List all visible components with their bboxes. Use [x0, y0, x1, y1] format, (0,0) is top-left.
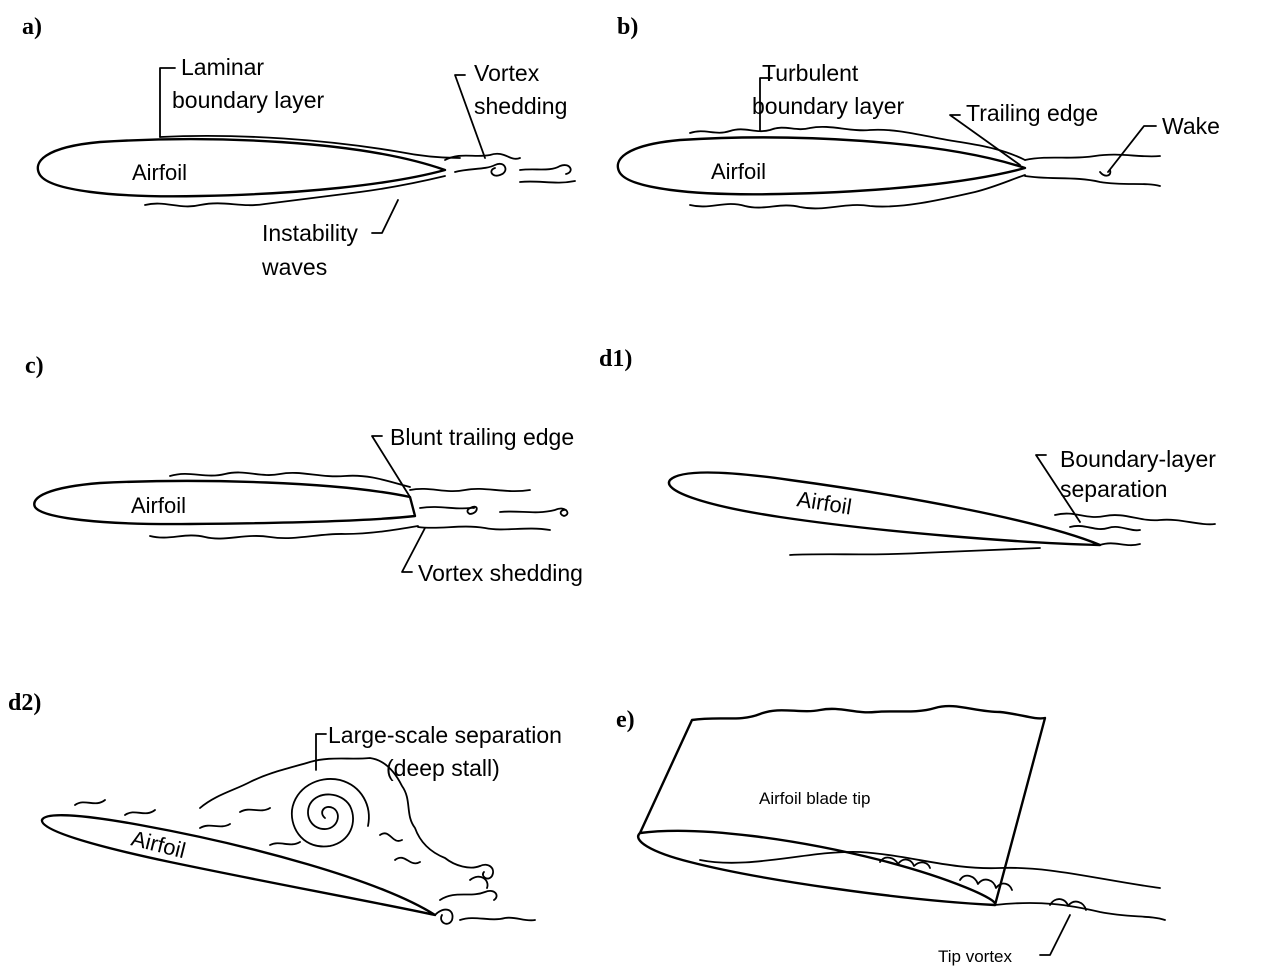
panel-d2-large-leader	[316, 734, 326, 770]
panel-a-label: a)	[22, 14, 42, 40]
panel-b-airfoil-outline	[618, 137, 1025, 194]
panel-a: a) Laminar boundary layer Vortex sheddin…	[22, 14, 575, 280]
panel-a-wake-upper	[445, 154, 520, 160]
panel-c-label: c)	[25, 353, 44, 379]
panel-c: c) Blunt trailing edge Vortex shedding A…	[25, 353, 583, 586]
panel-a-vortex-text-2: shedding	[474, 93, 567, 119]
panel-a-instab-leader	[372, 200, 398, 233]
panel-d2-large-text-2: (deep stall)	[386, 755, 500, 781]
panel-c-wake-vortex	[420, 507, 567, 516]
panel-a-laminar-text-2: boundary layer	[172, 87, 324, 113]
panel-e-vortex-sheet-2	[995, 903, 1165, 920]
panel-d2: d2) Large-scale separation (deep stall) …	[8, 690, 562, 924]
panel-d1-sep-text-2: separation	[1060, 476, 1167, 502]
panel-d1-airfoil-label: Airfoil	[795, 486, 853, 519]
panel-d1-separation-wave-3	[1100, 543, 1140, 545]
panel-e-blade-label: Airfoil blade tip	[759, 789, 871, 808]
panel-c-layer-bottom	[150, 526, 418, 539]
panel-d1-separation-wave-4	[790, 548, 1040, 555]
panel-e-tip-leader	[1040, 915, 1070, 955]
panel-b: b) Turbulent boundary layer Trailing edg…	[617, 14, 1220, 208]
panel-a-instab-text-1: Instability	[262, 220, 358, 246]
panel-b-wake-upper	[1025, 155, 1160, 160]
panel-d1-sep-text-1: Boundary-layer	[1060, 446, 1216, 472]
panel-b-wake-text: Wake	[1162, 113, 1220, 139]
panel-b-turbulent-text-2: boundary layer	[752, 93, 904, 119]
panel-c-airfoil-outline	[34, 481, 415, 524]
panel-e-label: e)	[616, 707, 635, 733]
panel-d2-wake-swirl	[435, 877, 535, 924]
panel-d2-airfoil-outline	[42, 815, 435, 915]
panel-a-instab-text-2: waves	[261, 254, 327, 280]
panel-d1-airfoil-outline	[669, 473, 1100, 546]
panel-b-wake-lower	[1025, 176, 1160, 186]
panel-c-airfoil-label: Airfoil	[131, 493, 186, 518]
panel-b-trailing-text: Trailing edge	[966, 100, 1098, 126]
panel-c-blunt-text: Blunt trailing edge	[390, 424, 574, 450]
panel-c-wake-lower	[418, 527, 550, 530]
panel-d1-separation-wave-2	[1070, 526, 1140, 530]
panel-d2-large-text-1: Large-scale separation	[328, 722, 562, 748]
panel-b-turbulent-text-1: Turbulent	[762, 60, 859, 86]
panel-b-wake-leader	[1108, 126, 1156, 172]
panel-c-layer-top	[170, 472, 410, 487]
panel-d2-airfoil-label: Airfoil	[129, 826, 188, 864]
panel-e-vortex-sheet	[700, 852, 1160, 888]
panel-b-airfoil-label: Airfoil	[711, 159, 766, 184]
panel-c-vortex-text: Vortex shedding	[418, 560, 583, 586]
panel-d2-vortex-spiral	[292, 779, 369, 847]
panel-a-vortex-text-1: Vortex	[474, 60, 540, 86]
panel-a-laminar-text-1: Laminar	[181, 54, 264, 80]
panel-e: e) Airfoil blade tip Tip vortex	[616, 706, 1165, 966]
panel-a-airfoil-label: Airfoil	[132, 160, 187, 185]
panel-d2-label: d2)	[8, 690, 41, 716]
panel-c-wake-upper	[410, 489, 530, 491]
panel-a-wake-vortex	[455, 164, 575, 183]
panel-e-tip-text: Tip vortex	[938, 947, 1013, 966]
panel-d1-label: d1)	[599, 346, 632, 372]
panel-b-label: b)	[617, 14, 638, 40]
panel-e-tip-outline	[638, 831, 995, 905]
panel-d1: d1) Boundary-layer separation Airfoil	[599, 346, 1216, 555]
